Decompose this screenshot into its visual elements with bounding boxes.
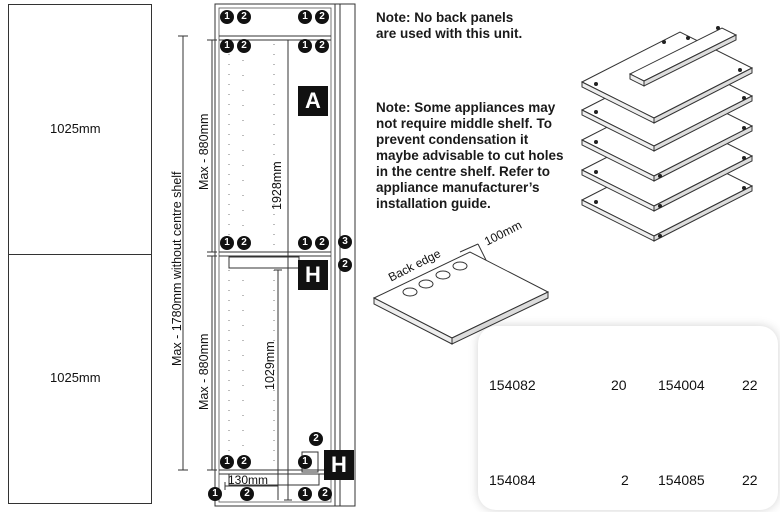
note-line: Note: Some appliances may [376, 100, 556, 115]
part-quantity: 22 [742, 472, 758, 488]
marker-1: 1 [220, 39, 234, 53]
part-quantity: 2 [621, 472, 629, 488]
note-line: not require middle shelf. To [376, 116, 553, 131]
marker-1: 1 [298, 10, 312, 24]
section-label-h: H [324, 450, 354, 480]
marker-1: 1 [298, 455, 312, 469]
marker-1: 1 [220, 236, 234, 250]
upper-inner-dimension: 1928mm [270, 161, 284, 210]
part-code: 154082 [489, 377, 536, 393]
part-code: 154085 [658, 472, 705, 488]
note-line: maybe advisable to cut holes [376, 148, 564, 163]
section-label-a: A [298, 86, 328, 116]
max-upper-dimension: Max - 880mm [197, 113, 211, 190]
marker-2: 2 [237, 236, 251, 250]
marker-1: 1 [298, 236, 312, 250]
part-code: 154084 [489, 472, 536, 488]
panel-divider [8, 254, 152, 255]
marker-2: 2 [315, 10, 329, 24]
note-line: installation guide. [376, 196, 491, 211]
part-quantity: 20 [611, 377, 627, 393]
marker-2: 2 [315, 39, 329, 53]
marker-2: 2 [237, 10, 251, 24]
marker-2: 2 [237, 39, 251, 53]
marker-1: 1 [298, 487, 312, 501]
marker-2: 2 [237, 455, 251, 469]
marker-1: 1 [298, 39, 312, 53]
bottom-offset-dimension: 130mm [228, 473, 269, 487]
marker-1: 1 [208, 487, 222, 501]
note-no-back-panels: Note: No back panels are used with this … [376, 10, 522, 42]
marker-3: 3 [338, 235, 352, 249]
lower-panel-height-label: 1025mm [50, 370, 101, 385]
marker-1: 1 [220, 10, 234, 24]
marker-2: 2 [315, 236, 329, 250]
hardware-parts-panel [478, 326, 778, 510]
max-total-dimension: Max - 1780mm without centre shelf [170, 171, 184, 366]
note-line: in the centre shelf. Refer to [376, 164, 551, 179]
note-line: appliance manufacturer’s [376, 180, 540, 195]
note-middle-shelf: Note: Some appliances may not require mi… [376, 100, 564, 212]
marker-2: 2 [338, 258, 352, 272]
max-lower-dimension: Max - 880mm [197, 333, 211, 410]
lower-inner-dimension: 1029mm [263, 341, 277, 390]
marker-2: 2 [318, 487, 332, 501]
part-quantity: 22 [742, 377, 758, 393]
marker-2: 2 [240, 487, 254, 501]
section-label-h: H [298, 260, 328, 290]
upper-panel-height-label: 1025mm [50, 121, 101, 136]
marker-2: 2 [309, 432, 323, 446]
note-line: are used with this unit. [376, 26, 523, 41]
note-line: Note: No back panels [376, 10, 514, 25]
note-line: prevent condensation it [376, 132, 529, 147]
part-code: 154004 [658, 377, 705, 393]
marker-1: 1 [220, 455, 234, 469]
